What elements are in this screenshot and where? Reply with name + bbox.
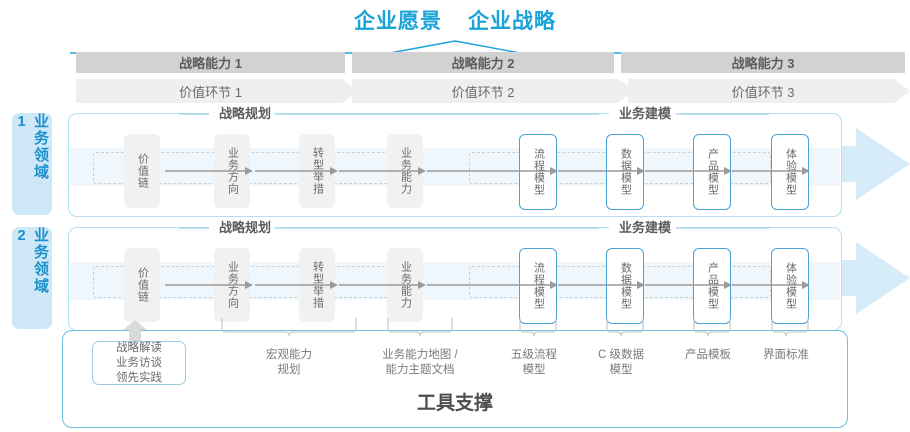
sidebar-item-domain-2-label: 业务领域 2: [13, 227, 49, 295]
tool-up-arrow: [123, 320, 147, 344]
capability-bar-2-label: 战略能力 2: [451, 56, 515, 71]
section-caption-rule-2: [179, 227, 769, 229]
capability-bar-3[interactable]: 战略能力 3: [621, 52, 905, 73]
capability-bar-1-label: 战略能力 1: [179, 56, 242, 71]
section-caption-business-modeling-1: 业务建模: [609, 105, 682, 123]
section-caption-strategy-planning-1: 战略规划: [209, 105, 282, 123]
value-bar-1[interactable]: 价值环节 1: [76, 79, 345, 103]
capability-bar-1[interactable]: 战略能力 1: [76, 52, 345, 73]
value-bar-3-label: 价值环节 3: [731, 84, 795, 100]
tool-label-product-template: 产品模板: [648, 348, 768, 363]
sidebar-item-domain-2[interactable]: 业务领域 2: [12, 227, 52, 329]
tool-label-line: 模型: [609, 364, 633, 376]
node-arrow-group-1: [165, 167, 810, 175]
value-bar-2[interactable]: 价值环节 2: [352, 79, 614, 103]
value-chevron-bar-group: [76, 79, 910, 103]
domain-row-1: 战略规划 业务建模 价值链 业务方向 转型举措 业务能力 流程模型 数据模型 产…: [68, 105, 842, 217]
capability-bar-2[interactable]: 战略能力 2: [352, 52, 614, 73]
section-caption-business-modeling-2: 业务建模: [609, 219, 682, 237]
node-label: 数据模型: [619, 148, 632, 196]
tool-label-macro-capability: 宏观能力 规划: [229, 348, 349, 378]
value-chevron-3-shape: [628, 79, 910, 103]
tool-label-line: C 级数据: [598, 349, 644, 361]
node-value-chain-2[interactable]: 价值链: [124, 248, 160, 322]
sidebar-item-domain-1-label: 业务领域 1: [13, 113, 49, 181]
footer-title: 工具支撑: [416, 393, 493, 414]
capability-bar-3-label: 战略能力 3: [731, 56, 795, 71]
node-label: 流程模型: [532, 262, 545, 310]
value-bar-3[interactable]: 价值环节 3: [621, 79, 905, 103]
value-chevron-2-shape: [352, 79, 634, 103]
domain-row-2: 战略规划 业务建模 价值链 业务方向 转型举措 业务能力 流程模型 数据模型 产…: [68, 219, 842, 331]
tool-label-line: 五级流程: [511, 349, 557, 361]
header-title-row: 企业愿景 企业战略: [0, 4, 910, 36]
value-chevron-1-shape: [76, 79, 358, 103]
tool-label-line: 界面标准: [763, 349, 809, 361]
tool-highlight-box[interactable]: 战略解读 业务访谈 领先实践: [92, 341, 186, 385]
tool-label-line: 业务能力地图 /: [382, 349, 458, 361]
page-title-strategy: 企业战略: [468, 10, 556, 33]
node-value-chain-1[interactable]: 价值链: [124, 134, 160, 208]
tool-label-capability-map: 业务能力地图 / 能力主题文档: [351, 348, 489, 378]
tool-connector-group: [123, 318, 809, 344]
node-label: 价值链: [136, 153, 149, 189]
node-product-model-1[interactable]: 产品模型: [693, 134, 731, 210]
value-bar-1-label: 价值环节 1: [179, 84, 242, 100]
value-bar-2-label: 价值环节 2: [451, 84, 515, 100]
node-label: 产品模型: [706, 262, 719, 310]
node-label: 体验模型: [784, 262, 797, 310]
tool-support-container: [62, 330, 848, 428]
tool-label-process-model: 五级流程 模型: [474, 348, 594, 378]
tool-label-line: 产品模板: [685, 349, 731, 361]
node-label: 体验模型: [784, 148, 797, 196]
page-title-vision: 企业愿景: [354, 10, 442, 33]
tool-highlight-line-1: 战略解读: [116, 341, 162, 354]
tool-label-line: 模型: [522, 364, 546, 376]
node-label: 流程模型: [532, 148, 545, 196]
node-label: 产品模型: [706, 148, 719, 196]
tool-highlight-line-2: 业务访谈: [116, 356, 162, 369]
tool-label-data-model: C 级数据 模型: [561, 348, 681, 378]
tool-label-line: 宏观能力: [266, 349, 312, 361]
node-arrow-group-2: [165, 281, 810, 289]
section-caption-strategy-planning-2: 战略规划: [209, 219, 282, 237]
node-data-model-2[interactable]: 数据模型: [606, 248, 644, 324]
tool-label-interface-standard: 界面标准: [726, 348, 846, 363]
tool-label-line: 能力主题文档: [385, 364, 455, 376]
section-caption-rule-1: [179, 113, 769, 115]
sidebar-item-domain-1[interactable]: 业务领域 1: [12, 113, 52, 215]
node-label: 数据模型: [619, 262, 632, 310]
tool-highlight-line-3: 领先实践: [116, 371, 162, 384]
node-label: 价值链: [136, 267, 149, 303]
tool-label-line: 规划: [277, 364, 301, 376]
